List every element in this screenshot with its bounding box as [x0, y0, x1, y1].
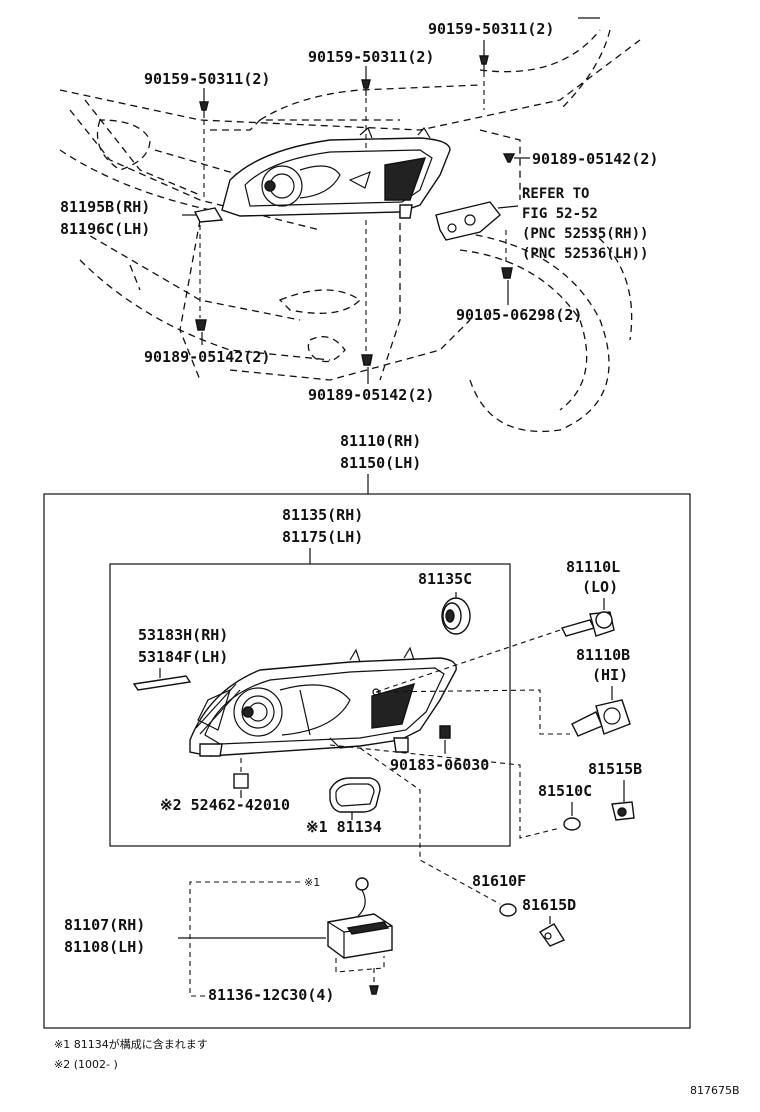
label-socket-d: 81615D: [522, 896, 576, 914]
label-assy-lh: 81150(LH): [340, 454, 421, 472]
fastener-icons-top: [195, 55, 516, 366]
label-clip-bottom: 90189-05142(2): [308, 386, 434, 404]
ballast-drawing: [327, 877, 393, 995]
headlamp-unit-drawing: [189, 646, 457, 757]
label-bulb-c: 81510C: [538, 782, 592, 800]
label-ballast-lh: 81108(LH): [64, 938, 145, 956]
nut-part-drawing: [439, 725, 451, 754]
cap-part-drawing: [441, 592, 471, 635]
label-nut: 90183-06030: [390, 756, 489, 774]
label-refer-line-3: (PNC 52535(RH)): [522, 226, 648, 242]
unit-box: [109, 563, 511, 847]
label-bolt-top-left: 90159-50311(2): [144, 70, 270, 88]
label-gasket: ※1 81134: [306, 818, 382, 836]
label-cushion: ※2 52462-42010: [160, 796, 290, 814]
label-bracket-lh: 81196C(LH): [60, 220, 150, 238]
side-bracket-drawing: [435, 201, 519, 241]
cushion-part-drawing: [233, 758, 249, 798]
socket-b-drawing: [611, 780, 635, 821]
label-socket-b: 81515B: [588, 760, 642, 778]
bulb-c-drawing: [563, 802, 581, 831]
gasket-part-drawing: [329, 777, 381, 820]
top-leader-lines: [182, 17, 600, 384]
label-assy-rh: 81110(RH): [340, 432, 421, 450]
label-unit-lh: 81175(LH): [282, 528, 363, 546]
label-screw-right: 90105-06298(2): [456, 306, 582, 324]
label-trim-rh: 53183H(RH): [138, 626, 228, 644]
label-bracket-rh: 81195B(RH): [60, 198, 150, 216]
installed-headlamp-drawing: [193, 126, 451, 223]
figure-reference: 817675B: [690, 1084, 740, 1097]
label-refer-line-1: REFER TO: [522, 186, 589, 202]
label-bolt-top-right: 90159-50311(2): [428, 20, 554, 38]
label-marker: 81610F: [472, 872, 526, 890]
label-clip-left: 90189-05142(2): [144, 348, 270, 366]
footnote-1: ※1 81134が構成に含まれます: [54, 1037, 208, 1051]
label-ballast-screw: 81136-12C30(4): [208, 986, 334, 1004]
label-refer-line-2: FIG 52-52: [522, 206, 598, 222]
label-bolt-top-mid: 90159-50311(2): [308, 48, 434, 66]
label-cap: 81135C: [418, 570, 472, 588]
socket-d-drawing: [538, 916, 566, 947]
ballast-group-bracket: [189, 881, 300, 997]
label-bulb-hi-number: 81110B: [576, 646, 630, 664]
label-unit-rh: 81135(RH): [282, 506, 363, 524]
trim-part-drawing: [132, 668, 192, 691]
footnote-2: ※2 (1002- ): [54, 1058, 118, 1071]
label-mark-1: ※1: [304, 876, 320, 889]
label-ballast-rh: 81107(RH): [64, 916, 145, 934]
assembly-box: [43, 493, 691, 1029]
label-bulb-lo-tag: (LO): [582, 578, 618, 596]
bulb-leader-lines: [329, 625, 573, 905]
label-refer-line-4: (PNC 52536(LH)): [522, 246, 648, 262]
marker-drawing: [499, 903, 517, 917]
bulb-hi-drawing: [571, 686, 631, 737]
label-bulb-hi-tag: (HI): [592, 666, 628, 684]
label-trim-lh: 53184F(LH): [138, 648, 228, 666]
bulb-lo-drawing: [560, 598, 615, 637]
label-clip-right: 90189-05142(2): [532, 150, 658, 168]
label-bulb-lo-number: 81110L: [566, 558, 620, 576]
